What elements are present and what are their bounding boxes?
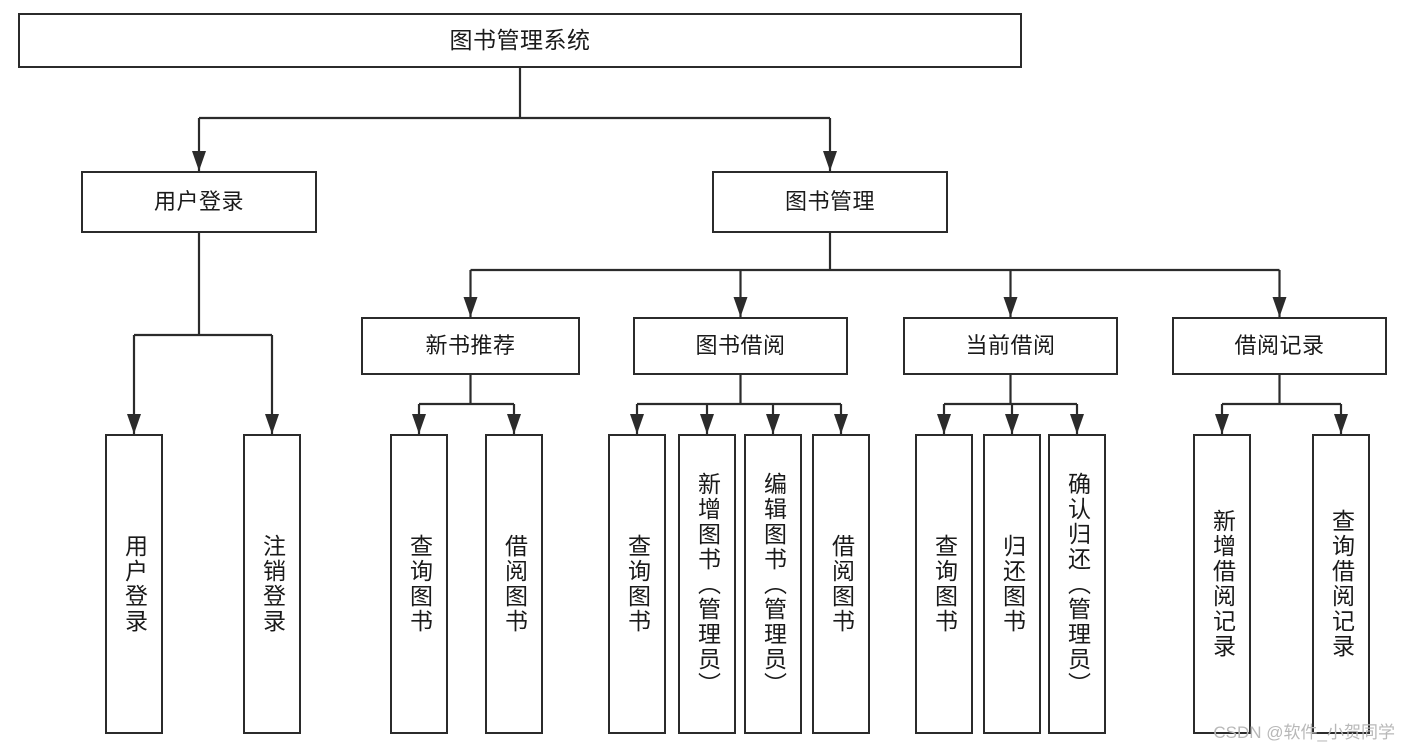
connector-arrowhead xyxy=(766,414,780,434)
connector-arrowhead xyxy=(1272,297,1287,317)
node-label: 编辑图书（管理员） xyxy=(760,471,787,697)
node-leaf-bo-query[interactable]: 查询图书 xyxy=(608,434,666,734)
watermark-text: CSDN @软件_小贺同学 xyxy=(1213,723,1395,742)
node-label: 归还图书 xyxy=(999,534,1026,634)
node-label: 用户登录 xyxy=(121,534,148,634)
node-label: 新增借阅记录 xyxy=(1209,509,1236,659)
node-label: 查询图书 xyxy=(406,534,433,634)
node-root[interactable]: 图书管理系统 xyxy=(18,13,1022,68)
connector-arrowhead xyxy=(834,414,848,434)
connector-arrowhead xyxy=(412,414,426,434)
node-leaf-new-query[interactable]: 查询图书 xyxy=(390,434,448,734)
node-login[interactable]: 用户登录 xyxy=(81,171,317,233)
connector-arrowhead xyxy=(1070,414,1084,434)
node-leaf-bo-edit[interactable]: 编辑图书（管理员） xyxy=(744,434,802,734)
connector-arrowhead xyxy=(192,151,206,171)
node-newbook[interactable]: 新书推荐 xyxy=(361,317,580,375)
connector-arrowhead xyxy=(733,297,748,317)
node-leaf-rec-query[interactable]: 查询借阅记录 xyxy=(1312,434,1370,734)
node-leaf-bo-borrow[interactable]: 借阅图书 xyxy=(812,434,870,734)
connector-arrowhead xyxy=(507,414,521,434)
node-leaf-cur-query[interactable]: 查询图书 xyxy=(915,434,973,734)
connector-arrowhead xyxy=(127,414,141,434)
connector-arrowhead xyxy=(700,414,714,434)
connector-arrowhead xyxy=(823,151,837,171)
node-label: 借阅图书 xyxy=(828,534,855,634)
node-label: 新书推荐 xyxy=(425,333,516,359)
connector-arrowhead xyxy=(630,414,644,434)
connector-arrowhead xyxy=(1005,414,1019,434)
connector-arrowhead xyxy=(1215,414,1229,434)
connector-arrowhead xyxy=(937,414,951,434)
node-bookmgmt[interactable]: 图书管理 xyxy=(712,171,948,233)
node-current[interactable]: 当前借阅 xyxy=(903,317,1118,375)
node-label: 查询图书 xyxy=(931,534,958,634)
node-label: 查询借阅记录 xyxy=(1328,509,1355,659)
node-leaf-new-borrow[interactable]: 借阅图书 xyxy=(485,434,543,734)
node-label: 借阅图书 xyxy=(501,534,528,634)
connector-arrowhead xyxy=(1334,414,1348,434)
node-records[interactable]: 借阅记录 xyxy=(1172,317,1387,375)
node-leaf-login-in[interactable]: 用户登录 xyxy=(105,434,163,734)
node-label: 用户登录 xyxy=(153,189,244,215)
node-label: 新增图书（管理员） xyxy=(694,471,721,697)
node-leaf-bo-add[interactable]: 新增图书（管理员） xyxy=(678,434,736,734)
node-leaf-cur-confirm[interactable]: 确认归还（管理员） xyxy=(1048,434,1106,734)
node-label: 图书管理系统 xyxy=(449,26,591,53)
node-leaf-cur-return[interactable]: 归还图书 xyxy=(983,434,1041,734)
node-label: 图书管理 xyxy=(784,189,875,215)
node-label: 当前借阅 xyxy=(965,333,1056,359)
connector-arrowhead xyxy=(265,414,279,434)
node-label: 确认归还（管理员） xyxy=(1064,471,1091,697)
connector-arrowhead xyxy=(1003,297,1018,317)
node-label: 借阅记录 xyxy=(1234,333,1325,359)
connector-arrowhead xyxy=(463,297,478,317)
node-borrow[interactable]: 图书借阅 xyxy=(633,317,848,375)
node-label: 注销登录 xyxy=(259,534,286,634)
node-label: 查询图书 xyxy=(624,534,651,634)
node-label: 图书借阅 xyxy=(695,333,786,359)
node-leaf-login-out[interactable]: 注销登录 xyxy=(243,434,301,734)
node-leaf-rec-add[interactable]: 新增借阅记录 xyxy=(1193,434,1251,734)
